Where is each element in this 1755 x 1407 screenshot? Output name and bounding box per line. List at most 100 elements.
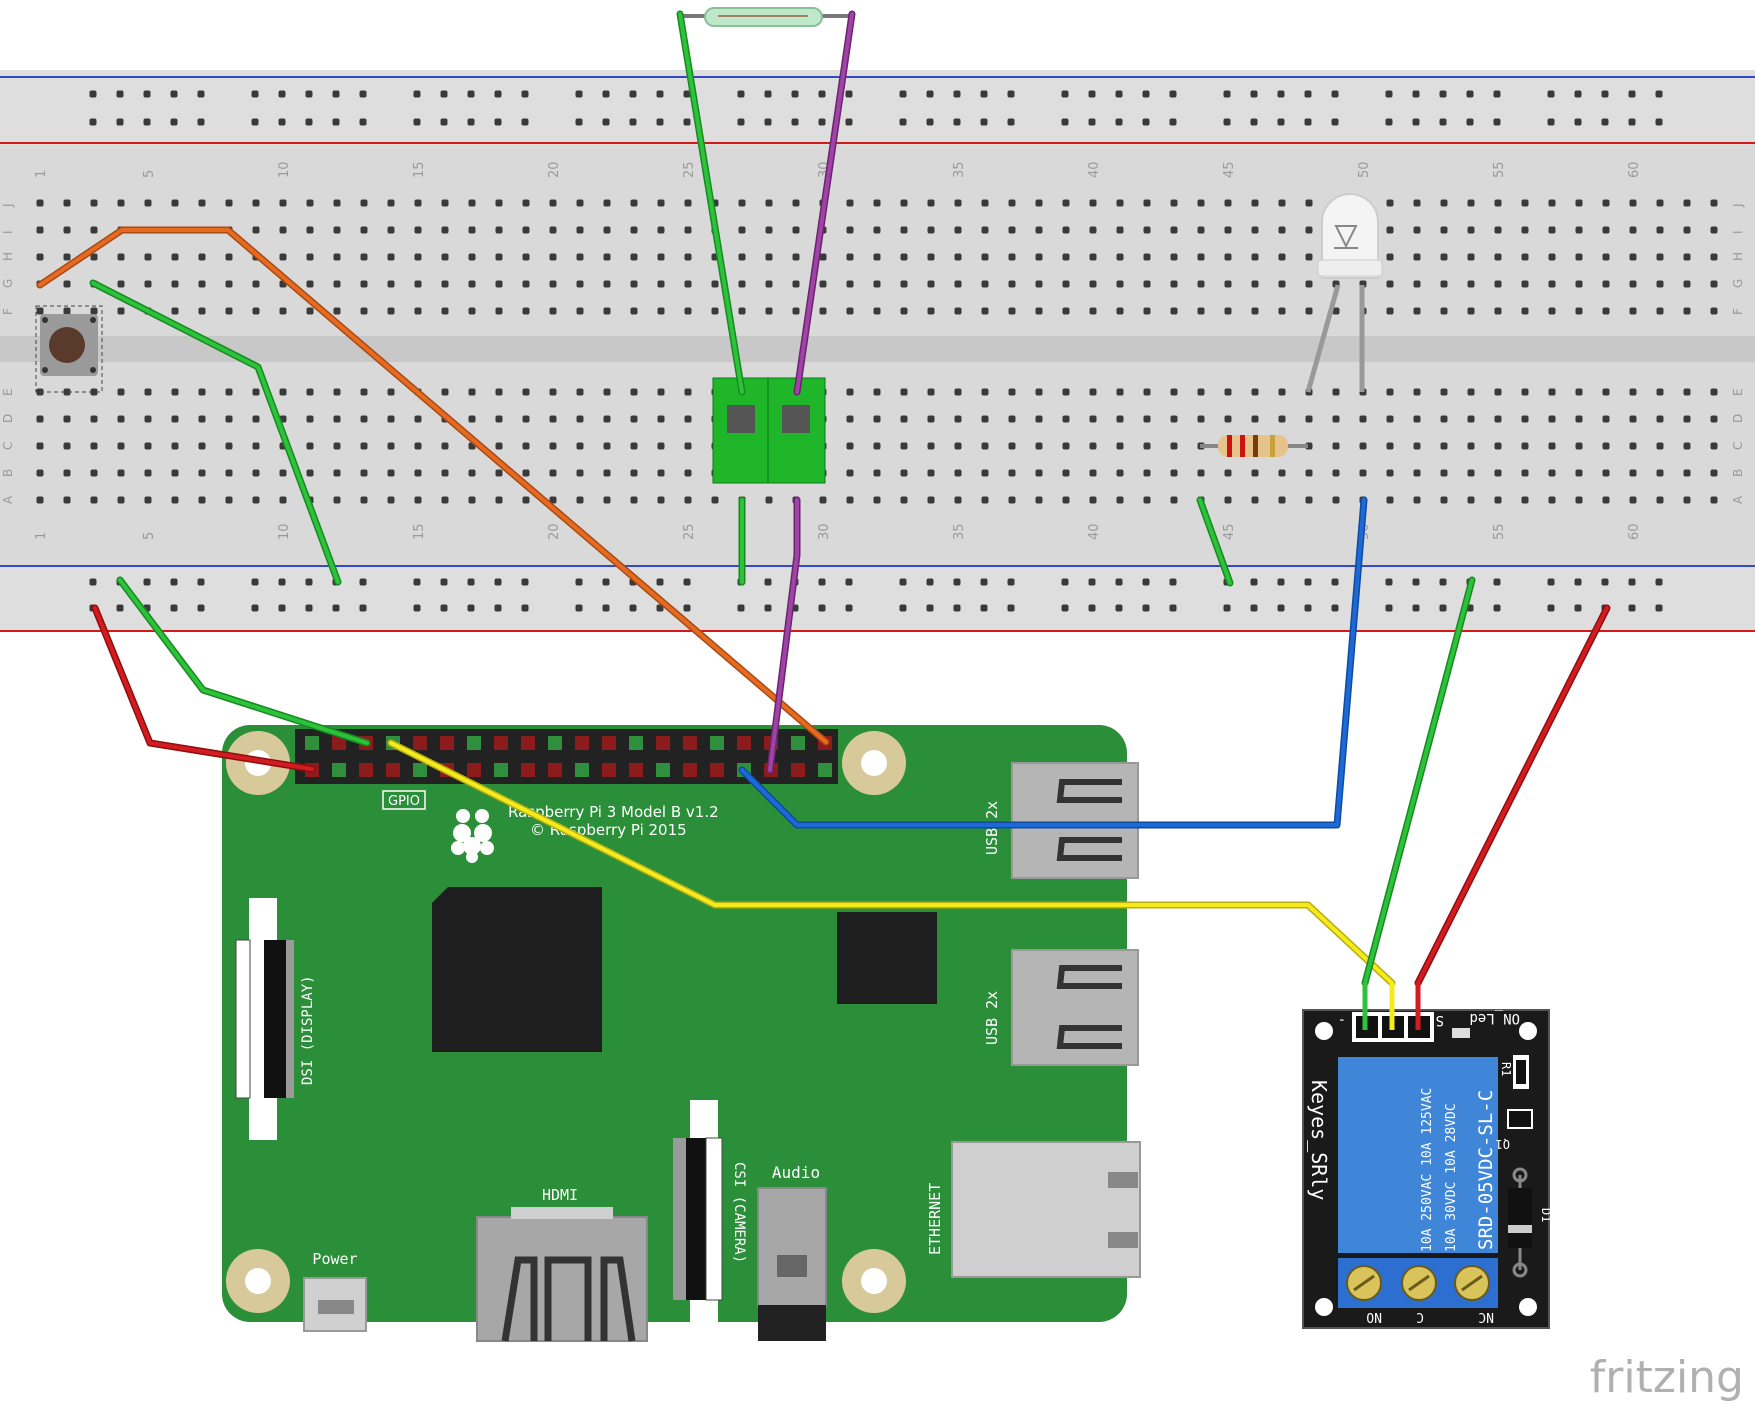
rail-hole [413,90,421,98]
breadboard-hole [1629,469,1637,477]
breadboard-hole [1602,415,1610,423]
breadboard-hole [468,496,476,504]
rail-hole [1574,578,1582,586]
breadboard-hole [333,307,341,315]
breadboard-hole [1575,442,1583,450]
rail-hole [1466,90,1474,98]
breadboard-hole [738,307,746,315]
breadboard-hole [1521,226,1529,234]
breadboard-hole [1035,496,1043,504]
breadboard-hole [1386,307,1394,315]
rail-hole [629,118,637,126]
breadboard-hole [1413,226,1421,234]
breadboard-hole [1062,226,1070,234]
rail-hole [170,118,178,126]
rail-hole [467,578,475,586]
breadboard-hole [414,469,422,477]
breadboard-hole [144,469,152,477]
breadboard-hole [63,280,71,288]
row-label: A [1731,495,1745,504]
rail-hole [683,118,691,126]
breadboard-hole [900,442,908,450]
rail-hole [845,90,853,98]
breadboard-hole [90,253,98,261]
breadboard-hole [198,442,206,450]
breadboard-hole [1656,415,1664,423]
rail-hole [1547,118,1555,126]
breadboard-hole [873,199,881,207]
gpio-pin [521,763,535,777]
breadboard-hole [1386,469,1394,477]
breadboard-hole [1629,442,1637,450]
gpio-pin [386,763,400,777]
column-number: 10 [277,523,292,540]
breadboard-hole [1035,199,1043,207]
gpio-pin [467,763,481,777]
breadboard-hole [144,280,152,288]
ethernet-label: ETHERNET [926,1183,944,1255]
breadboard-hole [765,280,773,288]
breadboard-hole [1089,415,1097,423]
rail-hole [521,578,529,586]
breadboard-hole [495,442,503,450]
breadboard-hole [981,253,989,261]
breadboard-hole [495,415,503,423]
breadboard-hole [279,307,287,315]
breadboard-hole [603,496,611,504]
breadboard-hole [1305,496,1313,504]
breadboard-hole [603,442,611,450]
breadboard-hole [468,280,476,288]
breadboard-hole [1332,388,1340,396]
breadboard-hole [603,226,611,234]
rail-hole [1250,578,1258,586]
breadboard-hole [1629,415,1637,423]
rail-hole [197,578,205,586]
breadboard-hole [1494,388,1502,396]
breadboard-hole [1251,388,1259,396]
rail-hole [1061,578,1069,586]
gpio-pin [494,736,508,750]
gpio-pin [629,736,643,750]
rail-hole [1493,604,1501,612]
breadboard-hole [549,388,557,396]
breadboard-hole [1521,253,1529,261]
row-label: C [1731,442,1745,450]
gpio-pin [494,763,508,777]
micro-usb-power-port [303,1277,367,1332]
breadboard-hole [1710,469,1718,477]
breadboard-hole [1413,442,1421,450]
breadboard-hole [252,415,260,423]
breadboard-hole [117,199,125,207]
breadboard-hole [576,199,584,207]
breadboard-hole [846,442,854,450]
breadboard-hole [981,388,989,396]
breadboard-hole [1062,496,1070,504]
on-led-smd [1452,1028,1470,1038]
rail-hole [359,90,367,98]
rail-hole [1142,604,1150,612]
breadboard-hole [495,307,503,315]
gpio-pin [359,763,373,777]
breadboard-hole [1413,496,1421,504]
breadboard-hole [873,253,881,261]
breadboard-hole [1710,253,1718,261]
rail-hole [1331,118,1339,126]
breadboard-hole [1062,388,1070,396]
gpio-pin [548,736,562,750]
rail-hole [251,118,259,126]
breadboard-hole [981,496,989,504]
breadboard-hole [1224,496,1232,504]
rail-hole [305,604,313,612]
breadboard-hole [468,307,476,315]
breadboard-hole [198,280,206,288]
relay-mount-hole [1315,1298,1333,1316]
rail-hole [980,90,988,98]
rail-hole [1277,118,1285,126]
breadboard-hole [117,415,125,423]
breadboard-hole [1521,307,1529,315]
rail-hole [764,604,772,612]
rail-hole [251,90,259,98]
gpio-pin [683,763,697,777]
breadboard-hole [1656,199,1664,207]
breadboard-hole [1467,388,1475,396]
